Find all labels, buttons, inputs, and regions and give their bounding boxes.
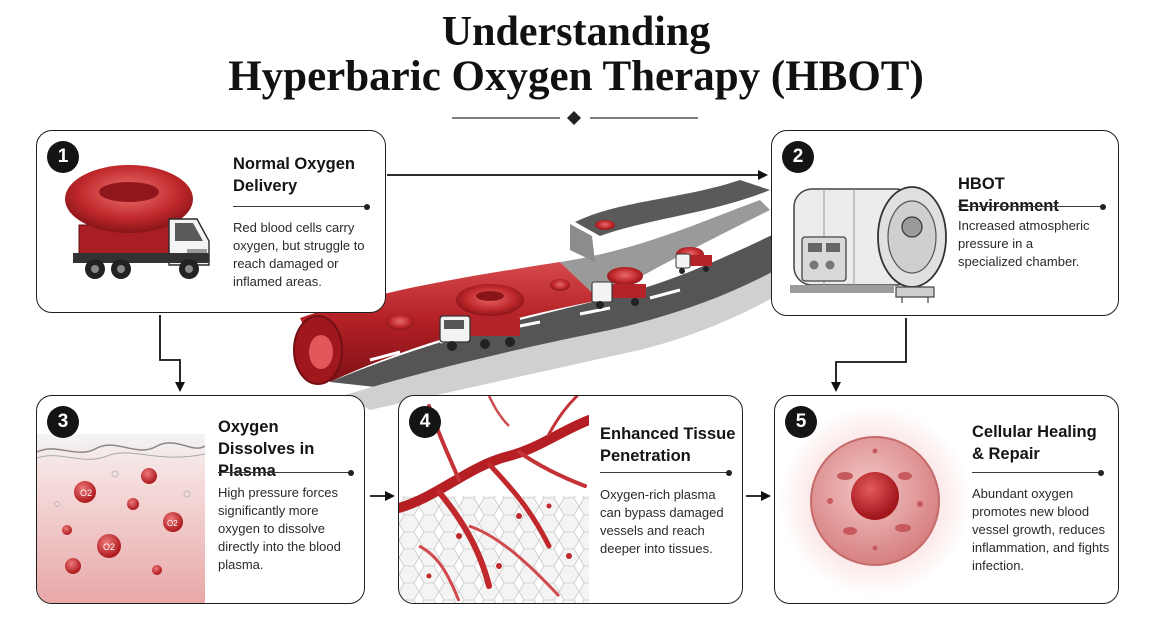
oxygen-bubble-icon: O2 O2 O2 <box>37 434 205 603</box>
step-title: Enhanced Tissue Penetration <box>600 425 736 465</box>
step-card-4: 4 Enhanced Tissue Penetration Oxygen-ric… <box>398 395 743 604</box>
step-title: Cellular Healing & Repair <box>972 423 1097 463</box>
step-card-1: 1 Normal Oxygen Delivery Red blood cells… <box>36 130 386 313</box>
svg-text:O2: O2 <box>80 488 92 498</box>
truck-icon <box>65 165 210 279</box>
step-description: Increased atmospheric pressure in a spec… <box>958 218 1090 269</box>
svg-text:O2: O2 <box>103 542 115 552</box>
healing-cell-icon <box>779 405 971 597</box>
divider-rule <box>972 468 1104 477</box>
step-description: Red blood cells carry oxygen, but strugg… <box>233 220 365 289</box>
step-title: Oxygen Dissolves in Plasma <box>218 418 315 480</box>
step-card-3: O2 O2 O2 3 Oxygen Dissolves in Plasma Hi… <box>36 395 365 604</box>
step-description: Oxygen-rich plasma can bypass damaged ve… <box>600 487 724 556</box>
title-line-1: Understanding <box>441 9 711 55</box>
step-number-badge: 4 <box>409 406 441 438</box>
step-number-badge: 1 <box>47 141 79 173</box>
title-line-2: Hyperbaric Oxygen Therapy (HBOT) <box>228 53 924 100</box>
step-number-badge: 5 <box>785 406 817 438</box>
divider-rule <box>233 202 370 211</box>
step-description: Abundant oxygen promotes new blood vesse… <box>972 486 1110 573</box>
step-number-badge: 3 <box>47 406 79 438</box>
divider-rule <box>600 468 732 477</box>
step-number-badge: 2 <box>782 141 814 173</box>
divider-rule <box>218 468 354 477</box>
step-title: HBOT Environment <box>958 175 1059 215</box>
step-card-5: 5 Cellular Healing & Repair Abundant oxy… <box>774 395 1119 604</box>
hyperbaric-chamber-icon <box>790 186 947 303</box>
svg-text:O2: O2 <box>167 519 178 528</box>
divider-rule <box>958 202 1106 211</box>
blood-vessel-icon <box>399 396 589 603</box>
step-title: Normal Oxygen Delivery <box>233 155 355 195</box>
step-card-2: 2 HBOT Environment Increased atmospheric… <box>771 130 1119 316</box>
step-description: High pressure forces significantly more … <box>218 485 341 572</box>
title-divider <box>452 111 698 125</box>
